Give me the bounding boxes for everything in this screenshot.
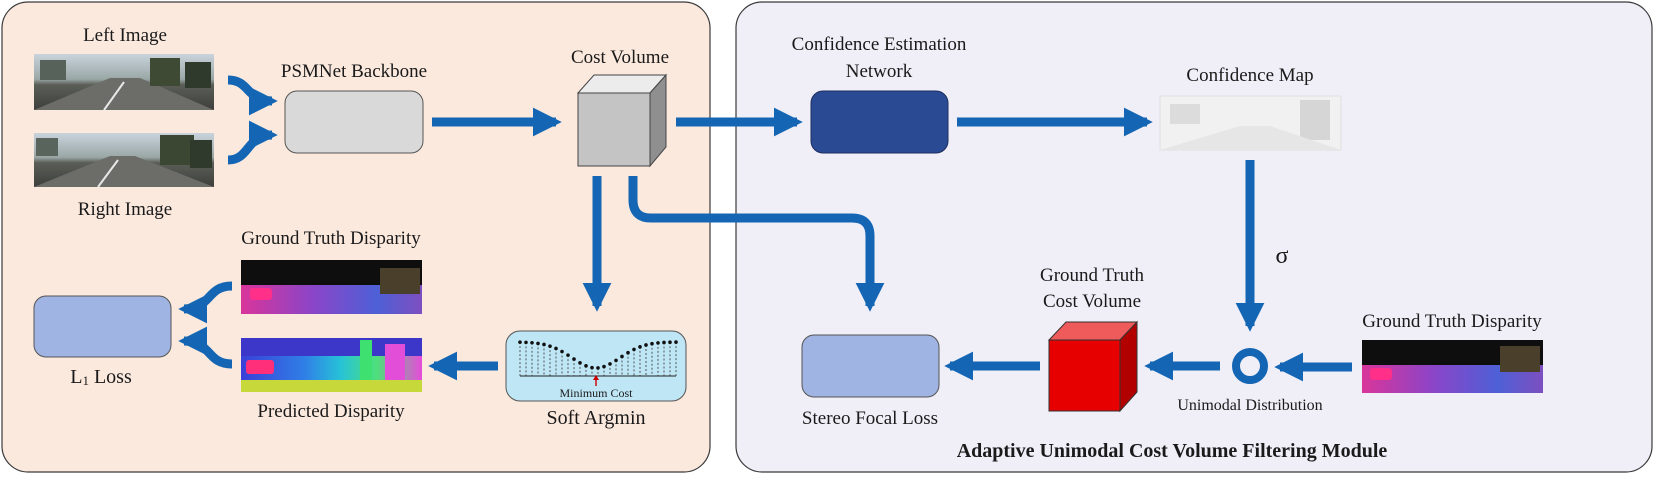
unimodal-distribution-label: Unimodal Distribution [1177,397,1322,414]
gt-disparity-label-right: Ground Truth Disparity [1362,311,1542,332]
minimum-cost-label: Minimum Cost [559,386,633,400]
cost-point [524,340,528,345]
arrow-predicted-to-l1-loss [178,326,233,369]
cost-point [656,341,660,345]
cost-point [584,364,588,368]
predicted-disparity-label: Predicted Disparity [257,401,405,422]
predicted-disparity-thumbnail [241,338,422,392]
cost-point [572,357,576,361]
module-title: Adaptive Unimodal Cost Volume Filtering … [957,440,1388,462]
cost-point [518,340,522,344]
gt-disparity-thumbnail-right [1362,340,1543,393]
cost-point [530,340,534,345]
cost-point [542,342,546,347]
gt-cost-volume-cube [1047,320,1139,413]
arrow-gt-disparity-to-l1-loss [178,281,233,324]
cost-volume-label: Cost Volume [571,47,669,68]
cost-point [554,346,558,351]
confidence-map-thumbnail [1159,95,1342,151]
cost-point [638,345,642,349]
gt-disparity-label-left: Ground Truth Disparity [241,228,421,249]
psmnet-backbone-box [284,90,424,154]
arrow-right-image-to-backbone [227,120,278,165]
cost-point [620,354,624,359]
cost-point [632,347,636,352]
cost-point [566,353,570,357]
soft-argmin-label: Soft Argmin [546,407,645,429]
left-image-thumbnail [34,54,214,111]
cost-point [548,344,552,348]
left-image-label: Left Image [83,25,167,46]
confidence-map-label: Confidence Map [1186,65,1313,86]
confidence-network-box [810,90,949,154]
confidence-network-label-line2: Network [846,61,913,82]
right-image-label: Right Image [78,199,172,220]
gt-cost-volume-label-line1: Ground Truth [1040,265,1144,286]
cost-volume-cube [576,73,668,168]
cost-point [626,350,630,355]
cost-point [662,340,666,345]
cost-point [668,340,672,345]
cost-point [644,343,648,347]
cost-point [614,358,618,363]
cost-point [560,349,564,354]
gt-disparity-thumbnail-left [241,260,422,314]
right-image-thumbnail [34,133,214,188]
sigma-label: σ [1276,243,1289,269]
backbone-label: PSMNet Backbone [281,61,427,82]
cost-point [608,362,612,366]
cost-point [536,341,540,346]
soft-argmin-box: Minimum Cost [505,330,687,402]
soft-argmin-curve [518,340,678,376]
l1-loss-label: L1 Loss [70,366,132,388]
stereo-focal-loss-box [801,334,940,398]
confidence-network-label-line1: Confidence Estimation [792,34,967,55]
stereo-focal-loss-label: Stereo Focal Loss [802,408,938,429]
gt-cost-volume-label-line2: Cost Volume [1043,291,1141,312]
cost-point [650,341,654,346]
arrow-cost-volume-to-stereo-focal-loss [628,176,885,312]
unimodal-operator-icon [1232,348,1268,384]
cost-point [578,361,582,365]
cost-point [602,364,606,369]
cost-point [596,366,600,370]
cost-point [590,365,594,370]
cost-point [674,340,678,344]
l1-loss-box [33,295,172,358]
arrow-left-image-to-backbone [227,75,278,116]
